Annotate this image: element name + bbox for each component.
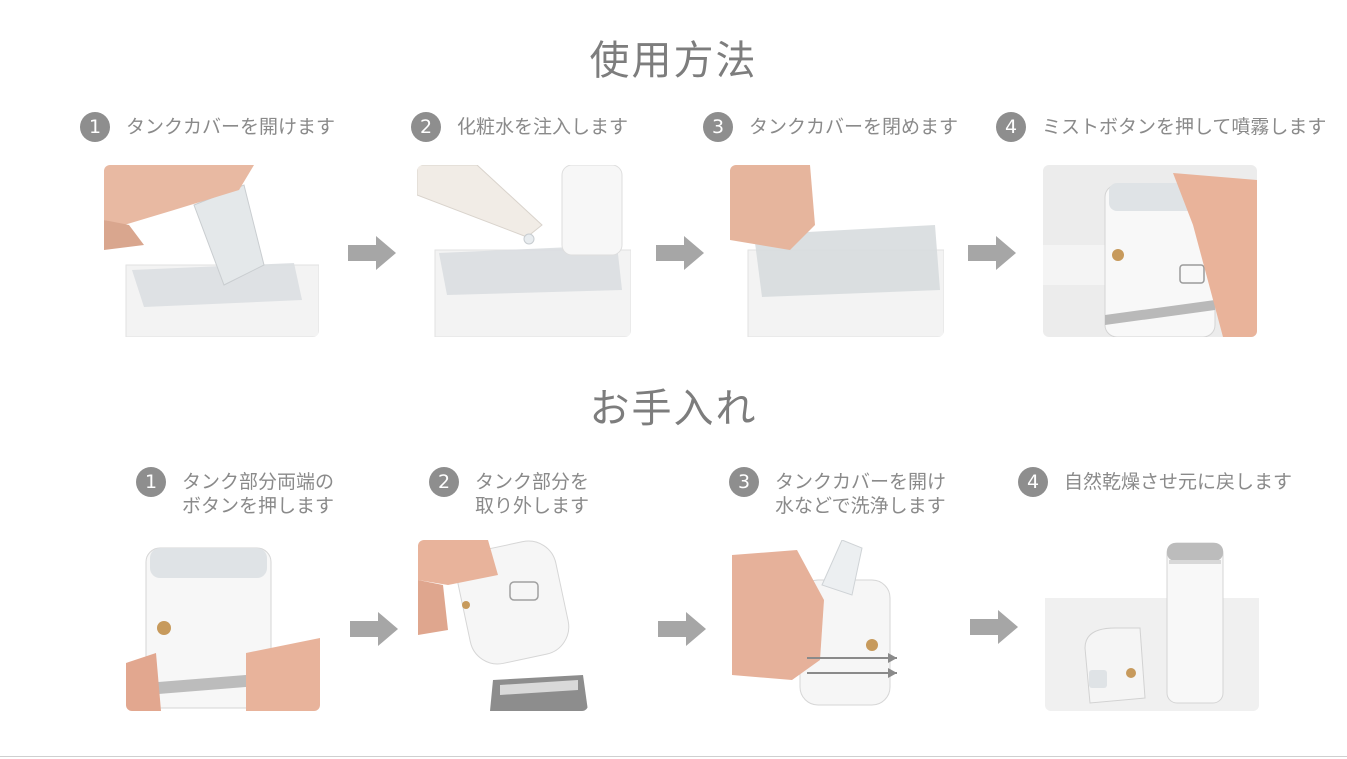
step-number-badge: 2 (429, 467, 459, 497)
step-number-badge: 4 (1018, 467, 1048, 497)
right-arrow-icon (970, 610, 1018, 644)
removing-tank-photo (418, 540, 588, 711)
step-text-line-2: 水などで洗浄します (775, 495, 946, 517)
care-section-title: お手入れ (589, 386, 758, 432)
step-number-badge: 2 (411, 112, 441, 142)
usage-section-title: 使用方法 (589, 38, 758, 84)
right-arrow-icon (658, 612, 706, 646)
step-text: タンクカバーを開けます (126, 116, 336, 138)
right-arrow-icon (656, 236, 704, 270)
right-arrow-icon (350, 612, 398, 646)
closing-tank-cover-photo (730, 165, 944, 337)
washing-tank-photo (732, 540, 902, 711)
drying-and-reassembling-photo (1045, 538, 1259, 711)
pouring-lotion-photo (417, 165, 631, 337)
step-text: タンクカバーを閉めます (749, 116, 959, 138)
step-text-line-2: ボタンを押します (182, 495, 335, 517)
step-number-badge: 3 (703, 112, 733, 142)
step-text-line-1: タンク部分を (475, 471, 590, 493)
step-text: 化粧水を注入します (457, 116, 629, 138)
right-arrow-icon (968, 236, 1016, 270)
pressing-side-buttons-photo (126, 543, 320, 711)
step-number-badge: 4 (996, 112, 1026, 142)
care-step-2-label: 2 タンク部分を 取り外します (429, 467, 589, 518)
care-step-4-label: 4 自然乾燥させ元に戻します (1018, 467, 1292, 497)
step-text-line-1: タンク部分両端の (182, 471, 335, 493)
spraying-mist-photo (1043, 165, 1257, 337)
step-text: 自然乾燥させ元に戻します (1064, 471, 1293, 493)
usage-step-2-label: 2 化粧水を注入します (411, 112, 628, 142)
usage-step-3-label: 3 タンクカバーを閉めます (703, 112, 958, 142)
care-step-1-label: 1 タンク部分両端の ボタンを押します (136, 467, 334, 518)
opening-tank-cover-photo (104, 165, 319, 337)
step-text-line-2: 取り外します (475, 495, 590, 517)
step-text: ミストボタンを押して噴霧します (1042, 116, 1327, 138)
bottom-divider (0, 756, 1347, 757)
step-number-badge: 3 (729, 467, 759, 497)
right-arrow-icon (348, 236, 396, 270)
step-text-line-1: タンクカバーを開け (775, 471, 947, 493)
step-number-badge: 1 (136, 467, 166, 497)
usage-step-1-label: 1 タンクカバーを開けます (80, 112, 335, 142)
usage-step-4-label: 4 ミストボタンを押して噴霧します (996, 112, 1326, 142)
step-number-badge: 1 (80, 112, 110, 142)
care-step-3-label: 3 タンクカバーを開け 水などで洗浄します (729, 467, 946, 518)
